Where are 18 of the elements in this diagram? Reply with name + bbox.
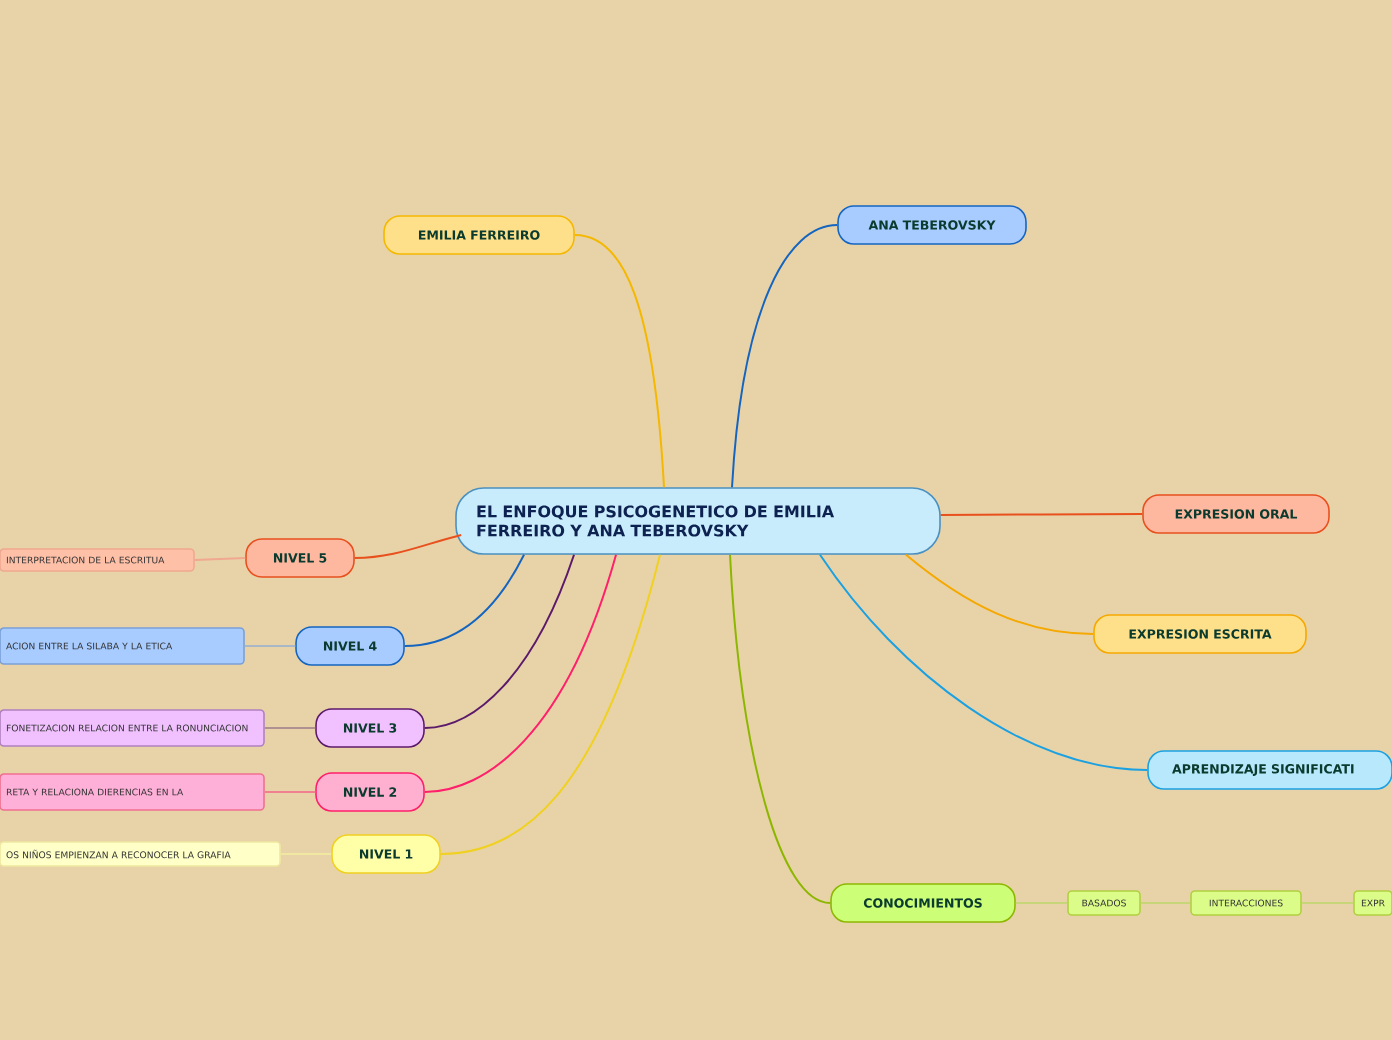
connector-line [423, 553, 617, 793]
connector-line [403, 553, 525, 647]
connector-line [819, 553, 1149, 771]
connector-line [1300, 902, 1355, 904]
connector-line [263, 727, 317, 729]
connector-line [729, 553, 832, 904]
connector-line [731, 224, 839, 489]
connector-line [193, 557, 247, 561]
connector-line [1139, 902, 1192, 904]
connector-line [263, 791, 317, 793]
connector-line [423, 553, 575, 729]
connector-line [353, 534, 463, 559]
connector-line [439, 553, 661, 855]
connector-line [939, 513, 1144, 516]
connector-line [905, 553, 1095, 635]
connector-line [573, 234, 665, 489]
connector-line [243, 645, 297, 647]
connector-line [1014, 902, 1069, 904]
